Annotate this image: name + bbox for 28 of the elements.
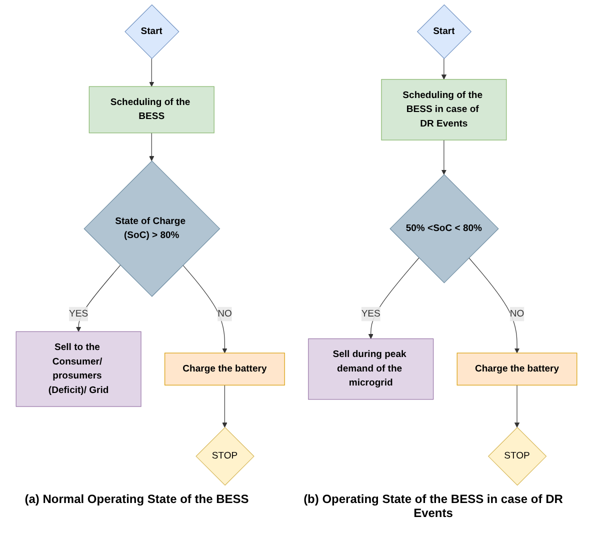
node-diamond: Start: [416, 4, 472, 59]
node-box: Scheduling of the BESS in case of DR Events: [381, 79, 507, 140]
node-diamond: STOP: [488, 426, 547, 486]
arrow: [222, 384, 228, 428]
arrow: [149, 58, 154, 87]
arrow: [182, 264, 228, 354]
node-box: Charge the battery: [164, 352, 285, 386]
arrow: [514, 384, 520, 428]
node-diamond: Start: [124, 4, 180, 59]
node-diamond: 50% <SoC < 80%: [390, 174, 499, 284]
figure-caption: (b) Operating State of the BESS in case of DR Events: [302, 492, 564, 520]
figure-caption: (a) Normal Operating State of the BESS: [24, 492, 249, 506]
node-box: Sell to the Consumer/ prosumers (Deficit)/ Grid: [16, 331, 142, 407]
edge-label: YES: [69, 308, 88, 319]
edge-label: NO: [510, 308, 524, 319]
node-diamond: State of Charge (SoC) > 80%: [84, 160, 220, 297]
arrow: [149, 132, 154, 162]
edge-label: YES: [361, 308, 380, 319]
node-box: Scheduling of the BESS: [88, 86, 214, 134]
node-box: Sell during peak demand of the microgrid: [308, 338, 434, 400]
arrow: [76, 264, 121, 332]
arrow: [441, 140, 447, 175]
edge-label: NO: [218, 308, 232, 319]
arrow: [368, 258, 420, 339]
node-diamond: STOP: [196, 426, 254, 486]
arrow: [468, 258, 520, 354]
node-box: Charge the battery: [456, 352, 578, 386]
arrow: [441, 58, 447, 80]
